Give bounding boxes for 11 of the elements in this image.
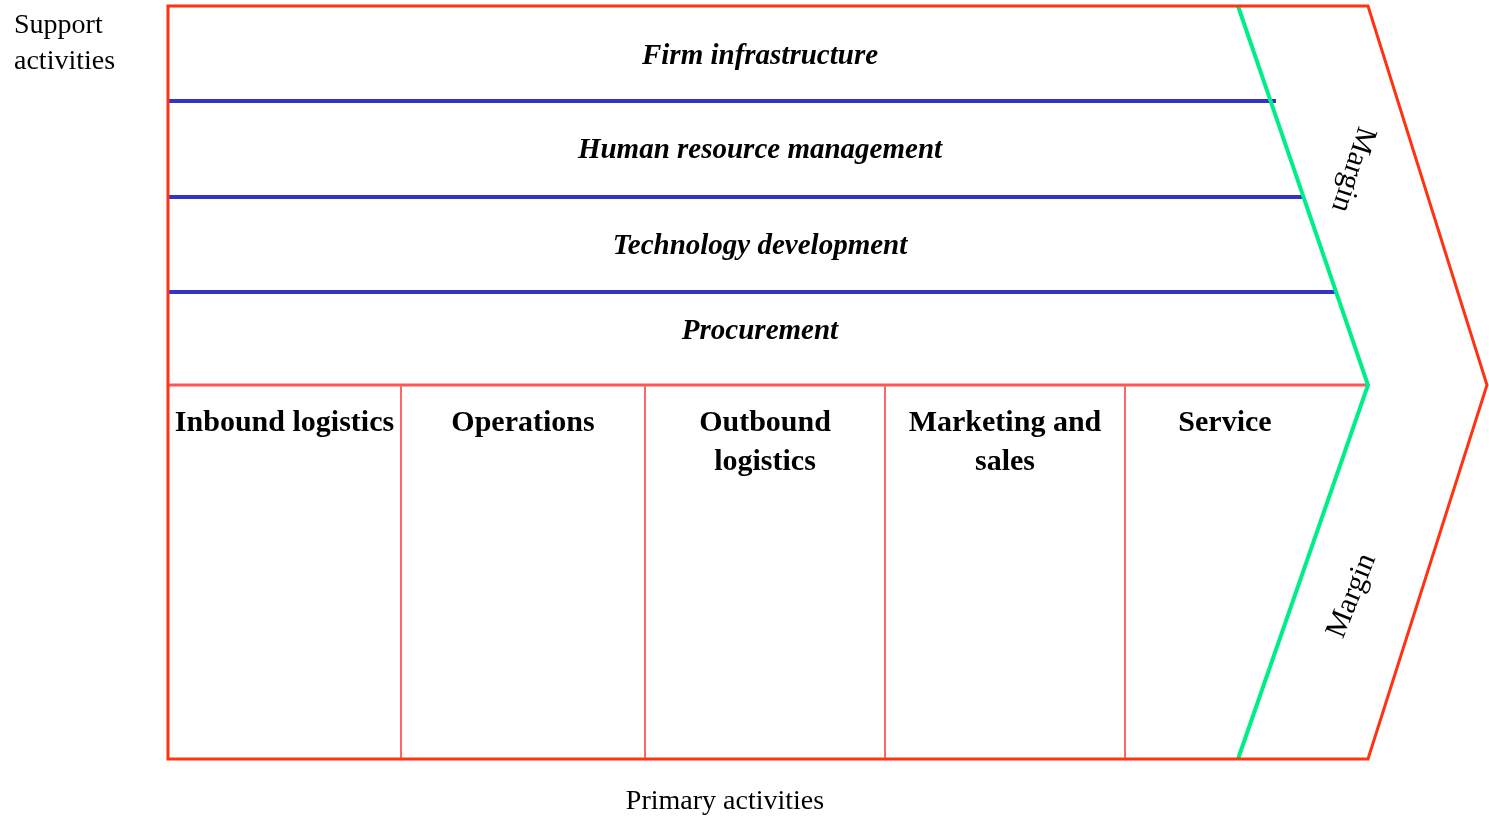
- primary-activity-column: Service: [1127, 387, 1323, 440]
- support-activity-row: Procurement: [170, 292, 1350, 367]
- primary-activity-column: Operations: [403, 387, 643, 440]
- margin-label: Margin: [1319, 111, 1391, 229]
- primary-activities-heading: Primary activities: [624, 783, 826, 817]
- support-activity-row: Firm infrastructure: [170, 8, 1350, 101]
- support-activities-heading: Support activities: [14, 7, 117, 78]
- primary-activity-column: Marketing and sales: [887, 387, 1123, 479]
- primary-activity-column: Inbound logistics: [170, 387, 399, 440]
- margin-label: Margin: [1310, 536, 1390, 654]
- primary-activity-column: Outbound logistics: [647, 387, 883, 479]
